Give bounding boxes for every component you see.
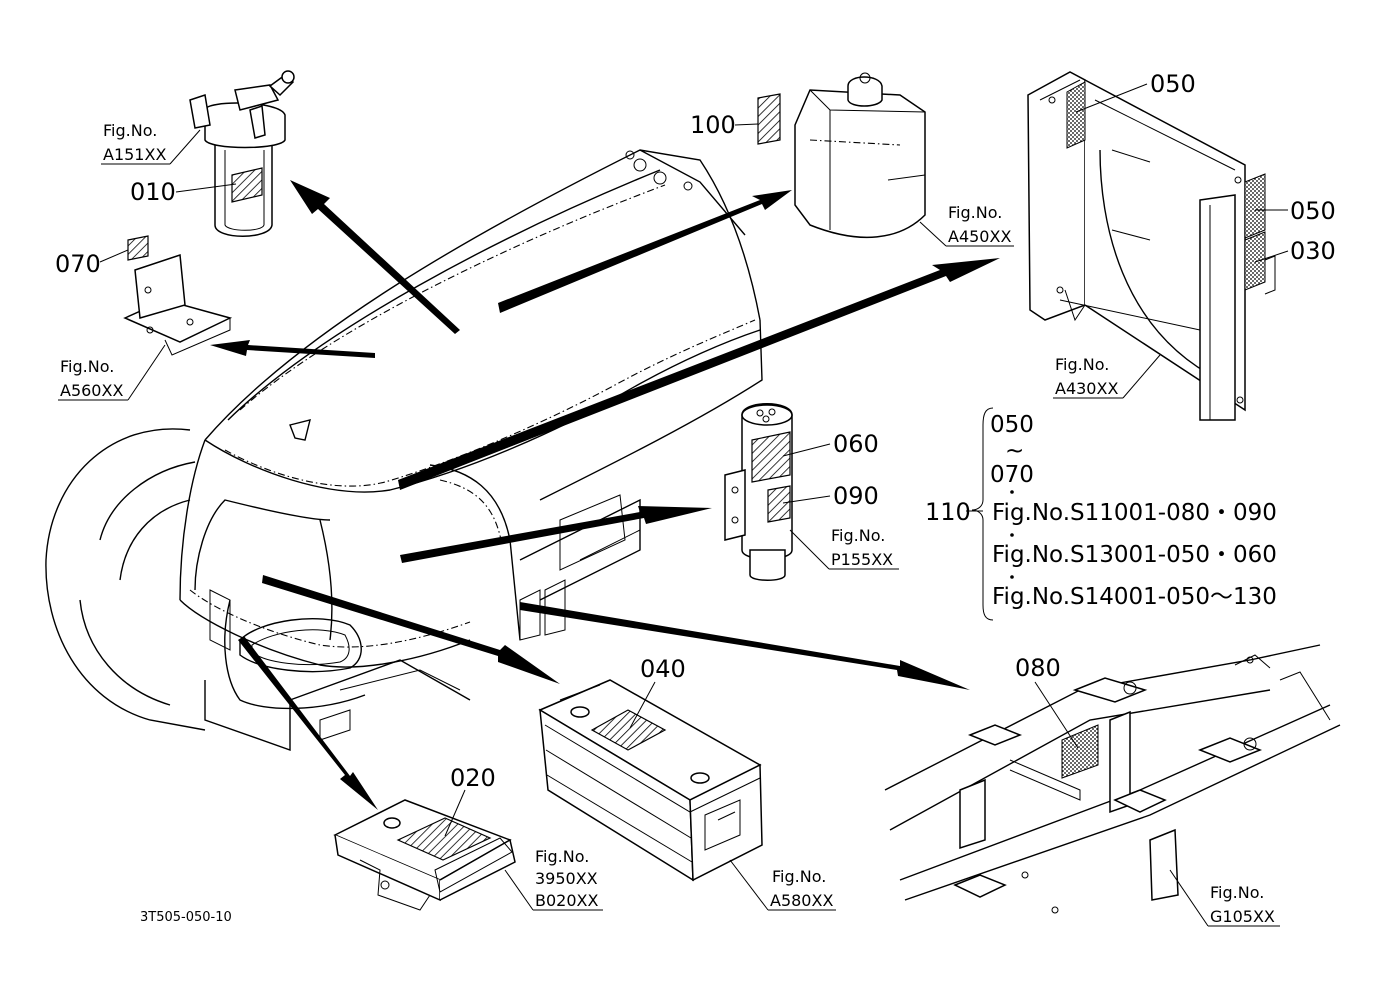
label-090-icon (767, 485, 791, 523)
arrow-icon (520, 602, 970, 690)
tank-cap-icon (847, 76, 883, 107)
label-070-icon (127, 235, 149, 261)
arrow-icon (398, 258, 1000, 490)
part-number-050-side: 050 (1290, 197, 1336, 225)
tractor-hood-illustration (45, 149, 763, 751)
part-number-070: 070 (55, 250, 101, 278)
label-030-icon (1244, 231, 1266, 291)
fig-ref-030: A430XX (1055, 379, 1118, 398)
fig-label-090: Fig.No. (831, 526, 885, 545)
headlight-icon (239, 617, 362, 673)
reference-line-2: Fig.No.S13001-050・060 (992, 542, 1277, 568)
part-number-050-top: 050 (1150, 70, 1196, 98)
part-number-060: 060 (833, 430, 879, 458)
label-050-side-icon (1244, 173, 1266, 239)
part-number-080: 080 (1015, 654, 1061, 682)
part-number-100: 100 (690, 111, 736, 139)
fig-ref-010: A151XX (103, 145, 166, 164)
fig-label-080: Fig.No. (1210, 883, 1264, 902)
fig-label-030: Fig.No. (1055, 355, 1109, 374)
tire-outline-icon (45, 428, 206, 731)
arrow-icon (210, 340, 375, 358)
arrow-icon (238, 636, 378, 810)
part-number-020: 020 (450, 764, 496, 792)
fig-label-040: Fig.No. (772, 867, 826, 886)
battery-terminal-icon (570, 706, 590, 718)
fig-ref-090: P155XX (831, 550, 893, 569)
part-number-040: 040 (640, 655, 686, 683)
fig-ref-020-a: 3950XX (535, 869, 598, 888)
fig-label-070: Fig.No. (60, 357, 114, 376)
arrow-icon (498, 190, 792, 313)
battery-terminal-icon (690, 772, 710, 784)
bracket-illustration (123, 235, 233, 356)
part-number-010: 010 (130, 178, 176, 206)
fig-ref-100: A450XX (948, 227, 1011, 246)
arrow-icon (400, 506, 712, 563)
fig-ref-020-b: B020XX (535, 891, 598, 910)
reference-line-3: Fig.No.S14001-050～130 (992, 584, 1277, 610)
label-080-icon (1061, 724, 1099, 779)
frame-illustration (884, 644, 1341, 914)
drawing-code: 3T505-050-10 (140, 910, 232, 925)
reference-range-end: 070 (990, 462, 1034, 488)
cylinder-part-illustration (724, 403, 793, 581)
fig-label-020: Fig.No. (535, 847, 589, 866)
reference-range-tilde: ~ (1005, 438, 1024, 464)
controller-illustration (333, 799, 516, 911)
arrow-icon (290, 180, 460, 334)
arrow-icon (262, 575, 560, 684)
fig-ref-080: G105XX (1210, 907, 1275, 926)
part-number-030: 030 (1290, 237, 1336, 265)
label-020-icon (396, 817, 492, 861)
label-100-icon (757, 93, 781, 145)
label-010-icon (231, 167, 263, 203)
fig-label-100: Fig.No. (948, 203, 1002, 222)
reserve-tank-illustration (757, 72, 926, 239)
label-040-icon (590, 709, 667, 751)
part-number-090: 090 (833, 482, 879, 510)
fuel-filter-illustration (189, 70, 295, 237)
label-060-icon (751, 431, 791, 483)
battery-illustration (538, 679, 763, 882)
reference-block: 050 ~ 070 110 Fig.No.S11001-080・090 Fig.… (925, 407, 1277, 621)
reference-brace-icon (971, 407, 994, 621)
reference-line-1: Fig.No.S11001-080・090 (992, 500, 1277, 526)
part-number-110: 110 (925, 498, 971, 526)
hood-latch-icon (289, 419, 311, 441)
fig-ref-070: A560XX (60, 381, 123, 400)
fig-ref-040: A580XX (770, 891, 833, 910)
reference-range-start: 050 (990, 412, 1034, 438)
label-050-top-icon (1066, 81, 1086, 149)
fig-label-010: Fig.No. (103, 121, 157, 140)
radiator-shroud-illustration (1027, 71, 1276, 421)
leader-arrows (210, 180, 1000, 810)
